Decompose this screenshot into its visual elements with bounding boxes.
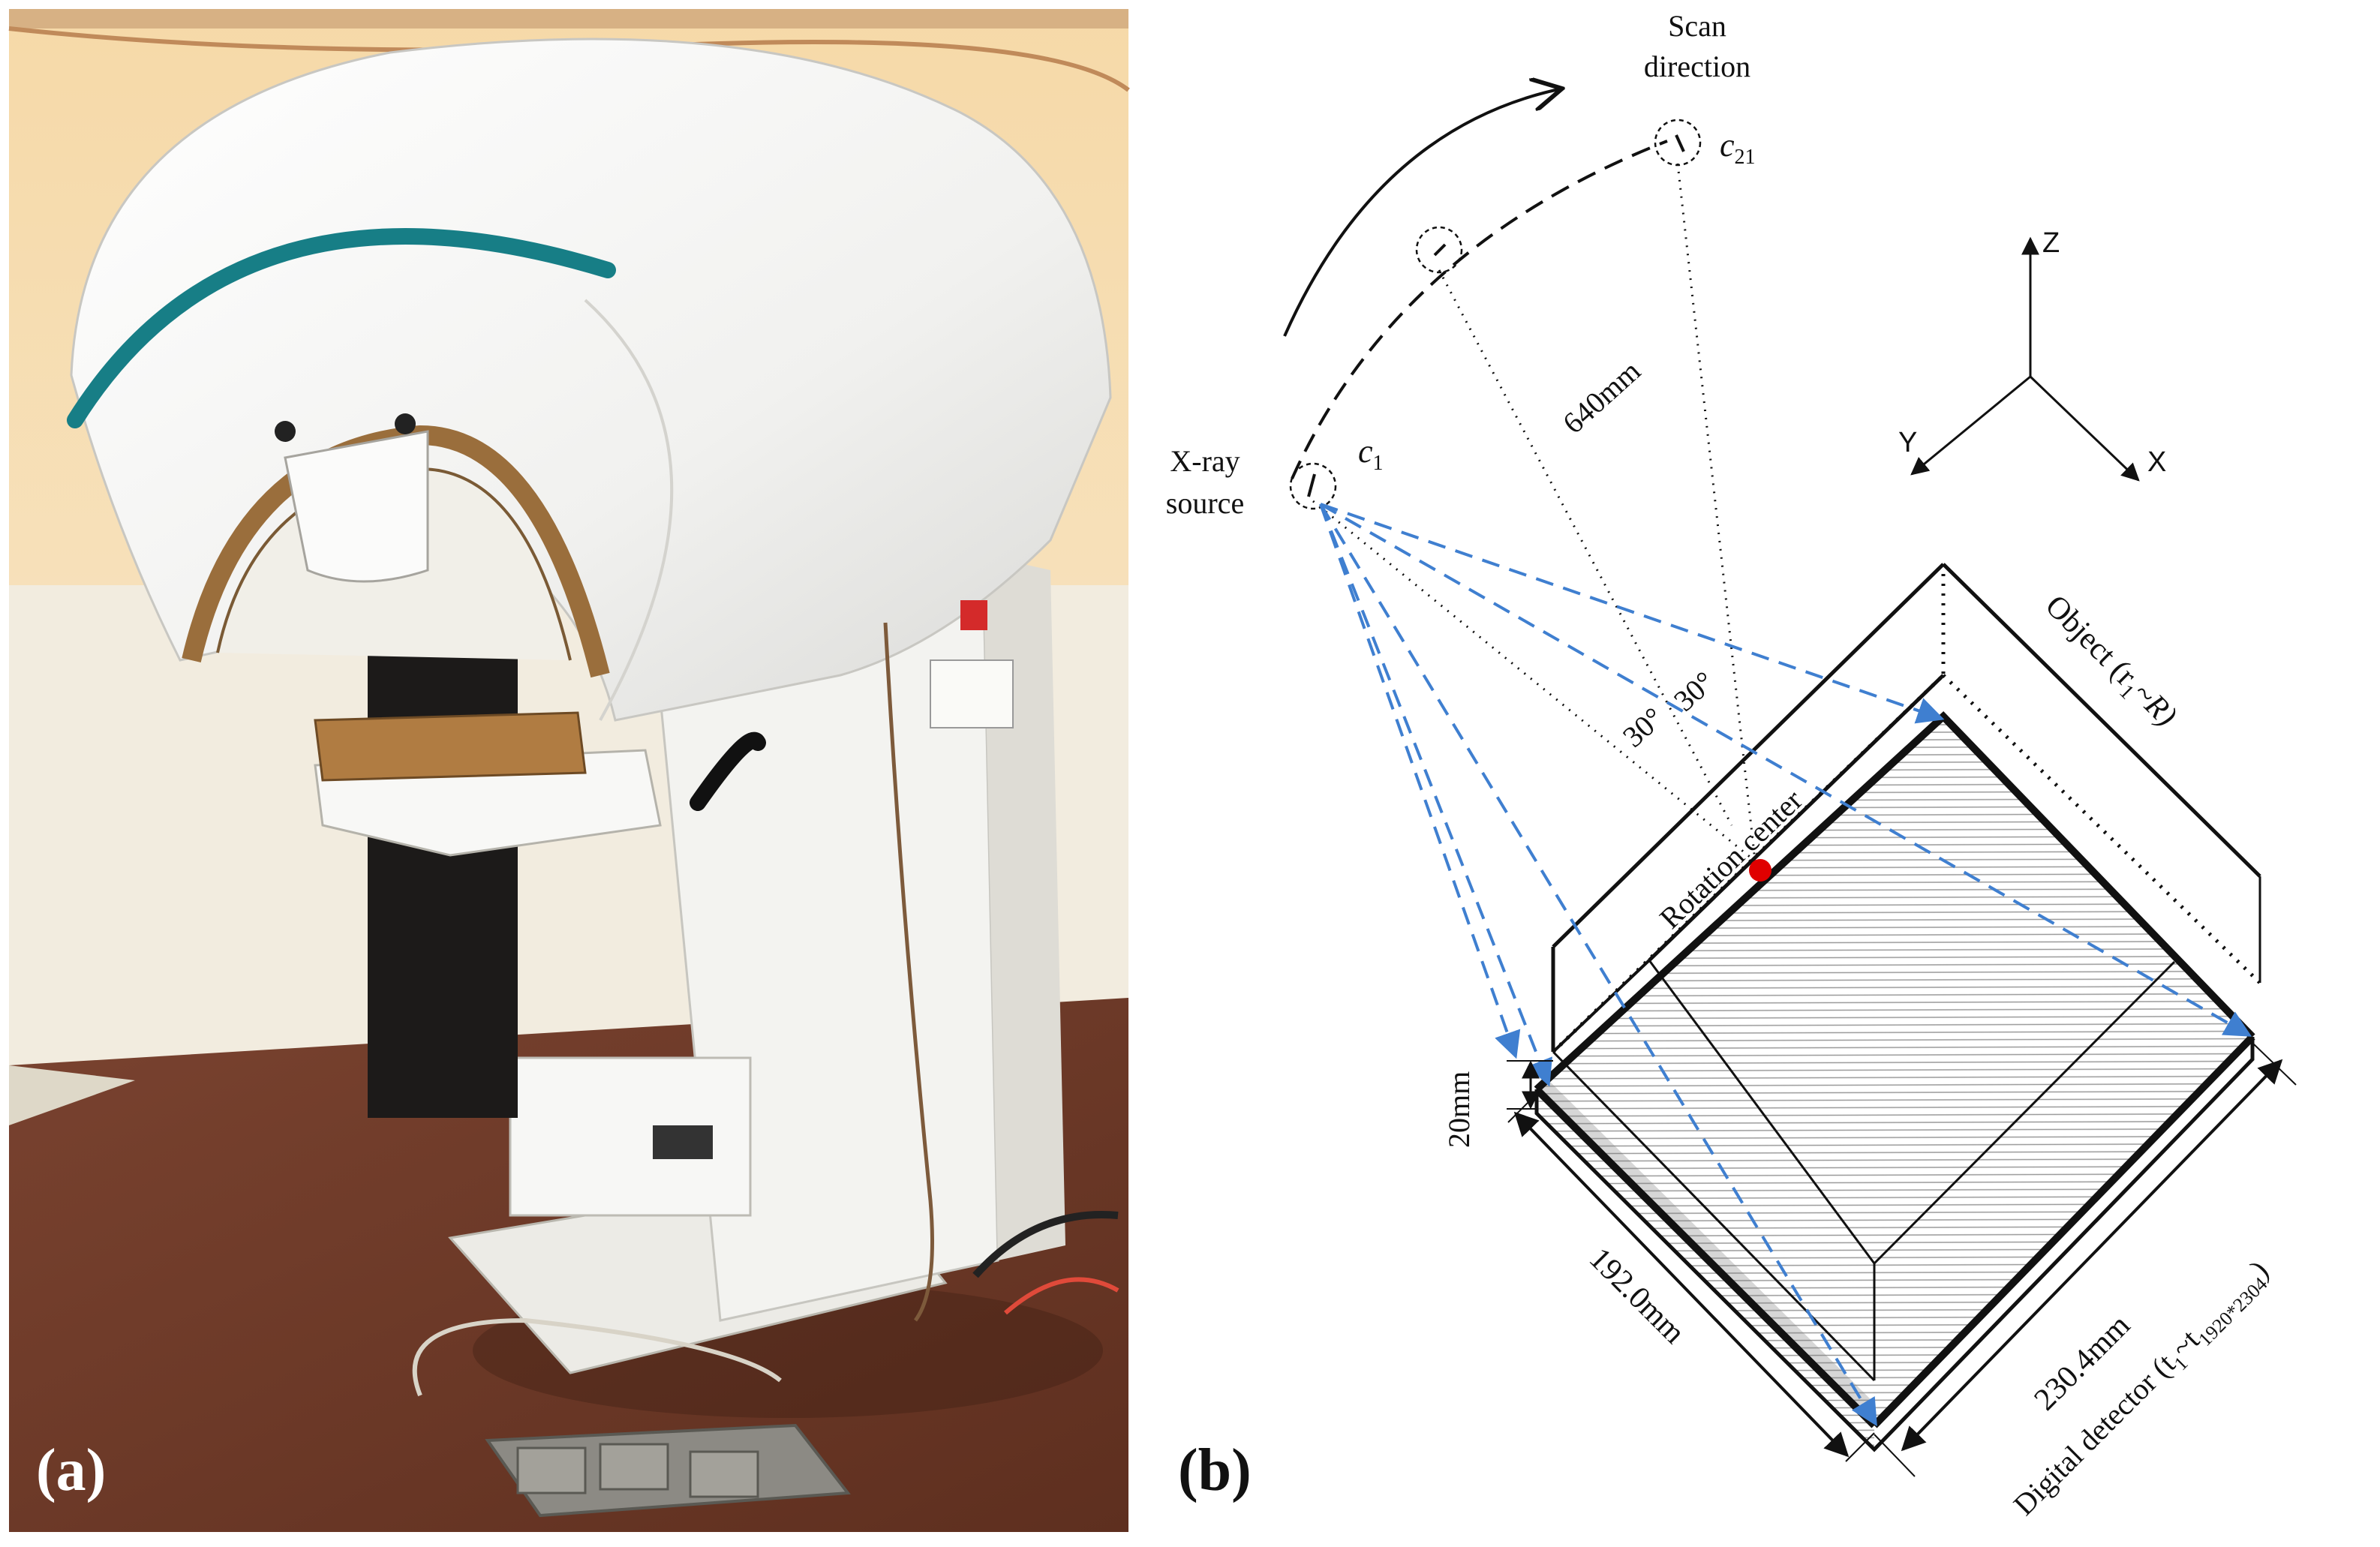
wooden-object-box — [314, 711, 587, 782]
face-shield — [284, 430, 429, 583]
source-tick-c21 — [1675, 134, 1685, 152]
foot-pedal-2 — [599, 1443, 669, 1491]
xray-source-label-1: X-ray — [1170, 444, 1240, 478]
dark-cabinet — [368, 630, 518, 1118]
ray-to-left-top — [1319, 503, 1521, 1059]
thickness-20mm-label: 20mm — [1442, 1071, 1476, 1148]
foot-pedal-3 — [689, 1450, 759, 1498]
source-c1-label: c1 — [1358, 433, 1384, 475]
ray-to-top-corner — [1320, 503, 1945, 724]
floor-cable-black — [972, 1211, 1119, 1278]
ray-to-left-corner — [1319, 503, 1552, 1087]
wall-border-strip — [9, 9, 1128, 29]
object-label: Object (r1~R) — [2035, 589, 2183, 737]
floor-bracket — [9, 1065, 135, 1125]
source-tick-mid — [1433, 243, 1447, 257]
object-lower-left-edge — [1552, 959, 1651, 1053]
source-c21-label: c21 — [1720, 127, 1756, 169]
axis-x-label: X — [2147, 446, 2166, 478]
red-emergency-button — [960, 600, 987, 630]
source-tick-c1 — [1307, 473, 1316, 497]
panel-a-photo: (a) — [8, 9, 1130, 1532]
source-circle-mid — [1415, 226, 1463, 274]
dotted-geometry-rays — [1312, 163, 1762, 868]
handle-slot — [653, 1125, 713, 1159]
ray-mid-center — [1438, 269, 1733, 826]
side-handle — [690, 731, 766, 811]
width-192mm-label: 192.0mm — [1582, 1242, 1692, 1351]
dim-230-arrow — [1901, 1059, 2283, 1452]
teal-accent-stripe — [67, 228, 616, 428]
foot-pedal-1 — [516, 1446, 587, 1494]
shield-knob-right — [395, 413, 416, 434]
scan-direction-label-1: Scan — [1668, 9, 1726, 43]
panel-b-label: (b) — [1178, 1437, 1252, 1503]
shield-knob-left — [275, 421, 296, 442]
hood-contour — [584, 299, 674, 721]
angle-right-label: 30° — [1667, 665, 1721, 718]
axis-y-line — [1910, 375, 2031, 476]
label-sticker — [930, 659, 1014, 728]
lower-control-box — [509, 1056, 752, 1217]
machine-column-side — [983, 555, 1065, 1260]
panel-a-label: (a) — [36, 1437, 106, 1503]
panel-b-diagram: Z Y X Scan direction c21 c1 X-ray source… — [1166, 9, 2297, 1521]
coordinate-axes — [1910, 236, 2140, 482]
power-cable — [883, 622, 934, 1322]
axis-y-label: Y — [1898, 427, 1917, 458]
dim-230-tick-b — [2253, 1044, 2297, 1086]
floor-cable-white — [412, 1317, 782, 1397]
angle-left-label: 30° — [1616, 701, 1670, 754]
rotation-center-dot — [1749, 859, 1771, 882]
object-top-edge — [1552, 563, 1945, 948]
source-trajectory — [1291, 140, 1668, 479]
dim-230mm — [1874, 1044, 2297, 1477]
dim-192-tick-b — [1845, 1432, 1875, 1462]
dim-192-tick-a — [1507, 1093, 1537, 1123]
axis-x-line — [2029, 375, 2140, 482]
dim-230-tick-a — [1874, 1434, 1916, 1477]
dim-192-arrow — [1513, 1111, 1850, 1458]
distance-640mm-label: 640mm — [1556, 353, 1647, 440]
object-top-right-edge — [1942, 563, 2261, 878]
object-lower-top-edge — [1648, 674, 1945, 962]
xray-source-label-2: source — [1166, 486, 1244, 520]
source-circle-c1 — [1289, 462, 1337, 510]
axis-z-label: Z — [2042, 227, 2060, 259]
floor-cable-red — [1004, 1277, 1119, 1315]
scan-direction-arrow — [1283, 89, 1562, 337]
ray-c1-center — [1312, 500, 1762, 868]
ray-to-right-corner — [1320, 503, 2252, 1037]
dim-192mm — [1507, 1093, 1875, 1462]
scan-direction-label-2: direction — [1644, 50, 1750, 83]
